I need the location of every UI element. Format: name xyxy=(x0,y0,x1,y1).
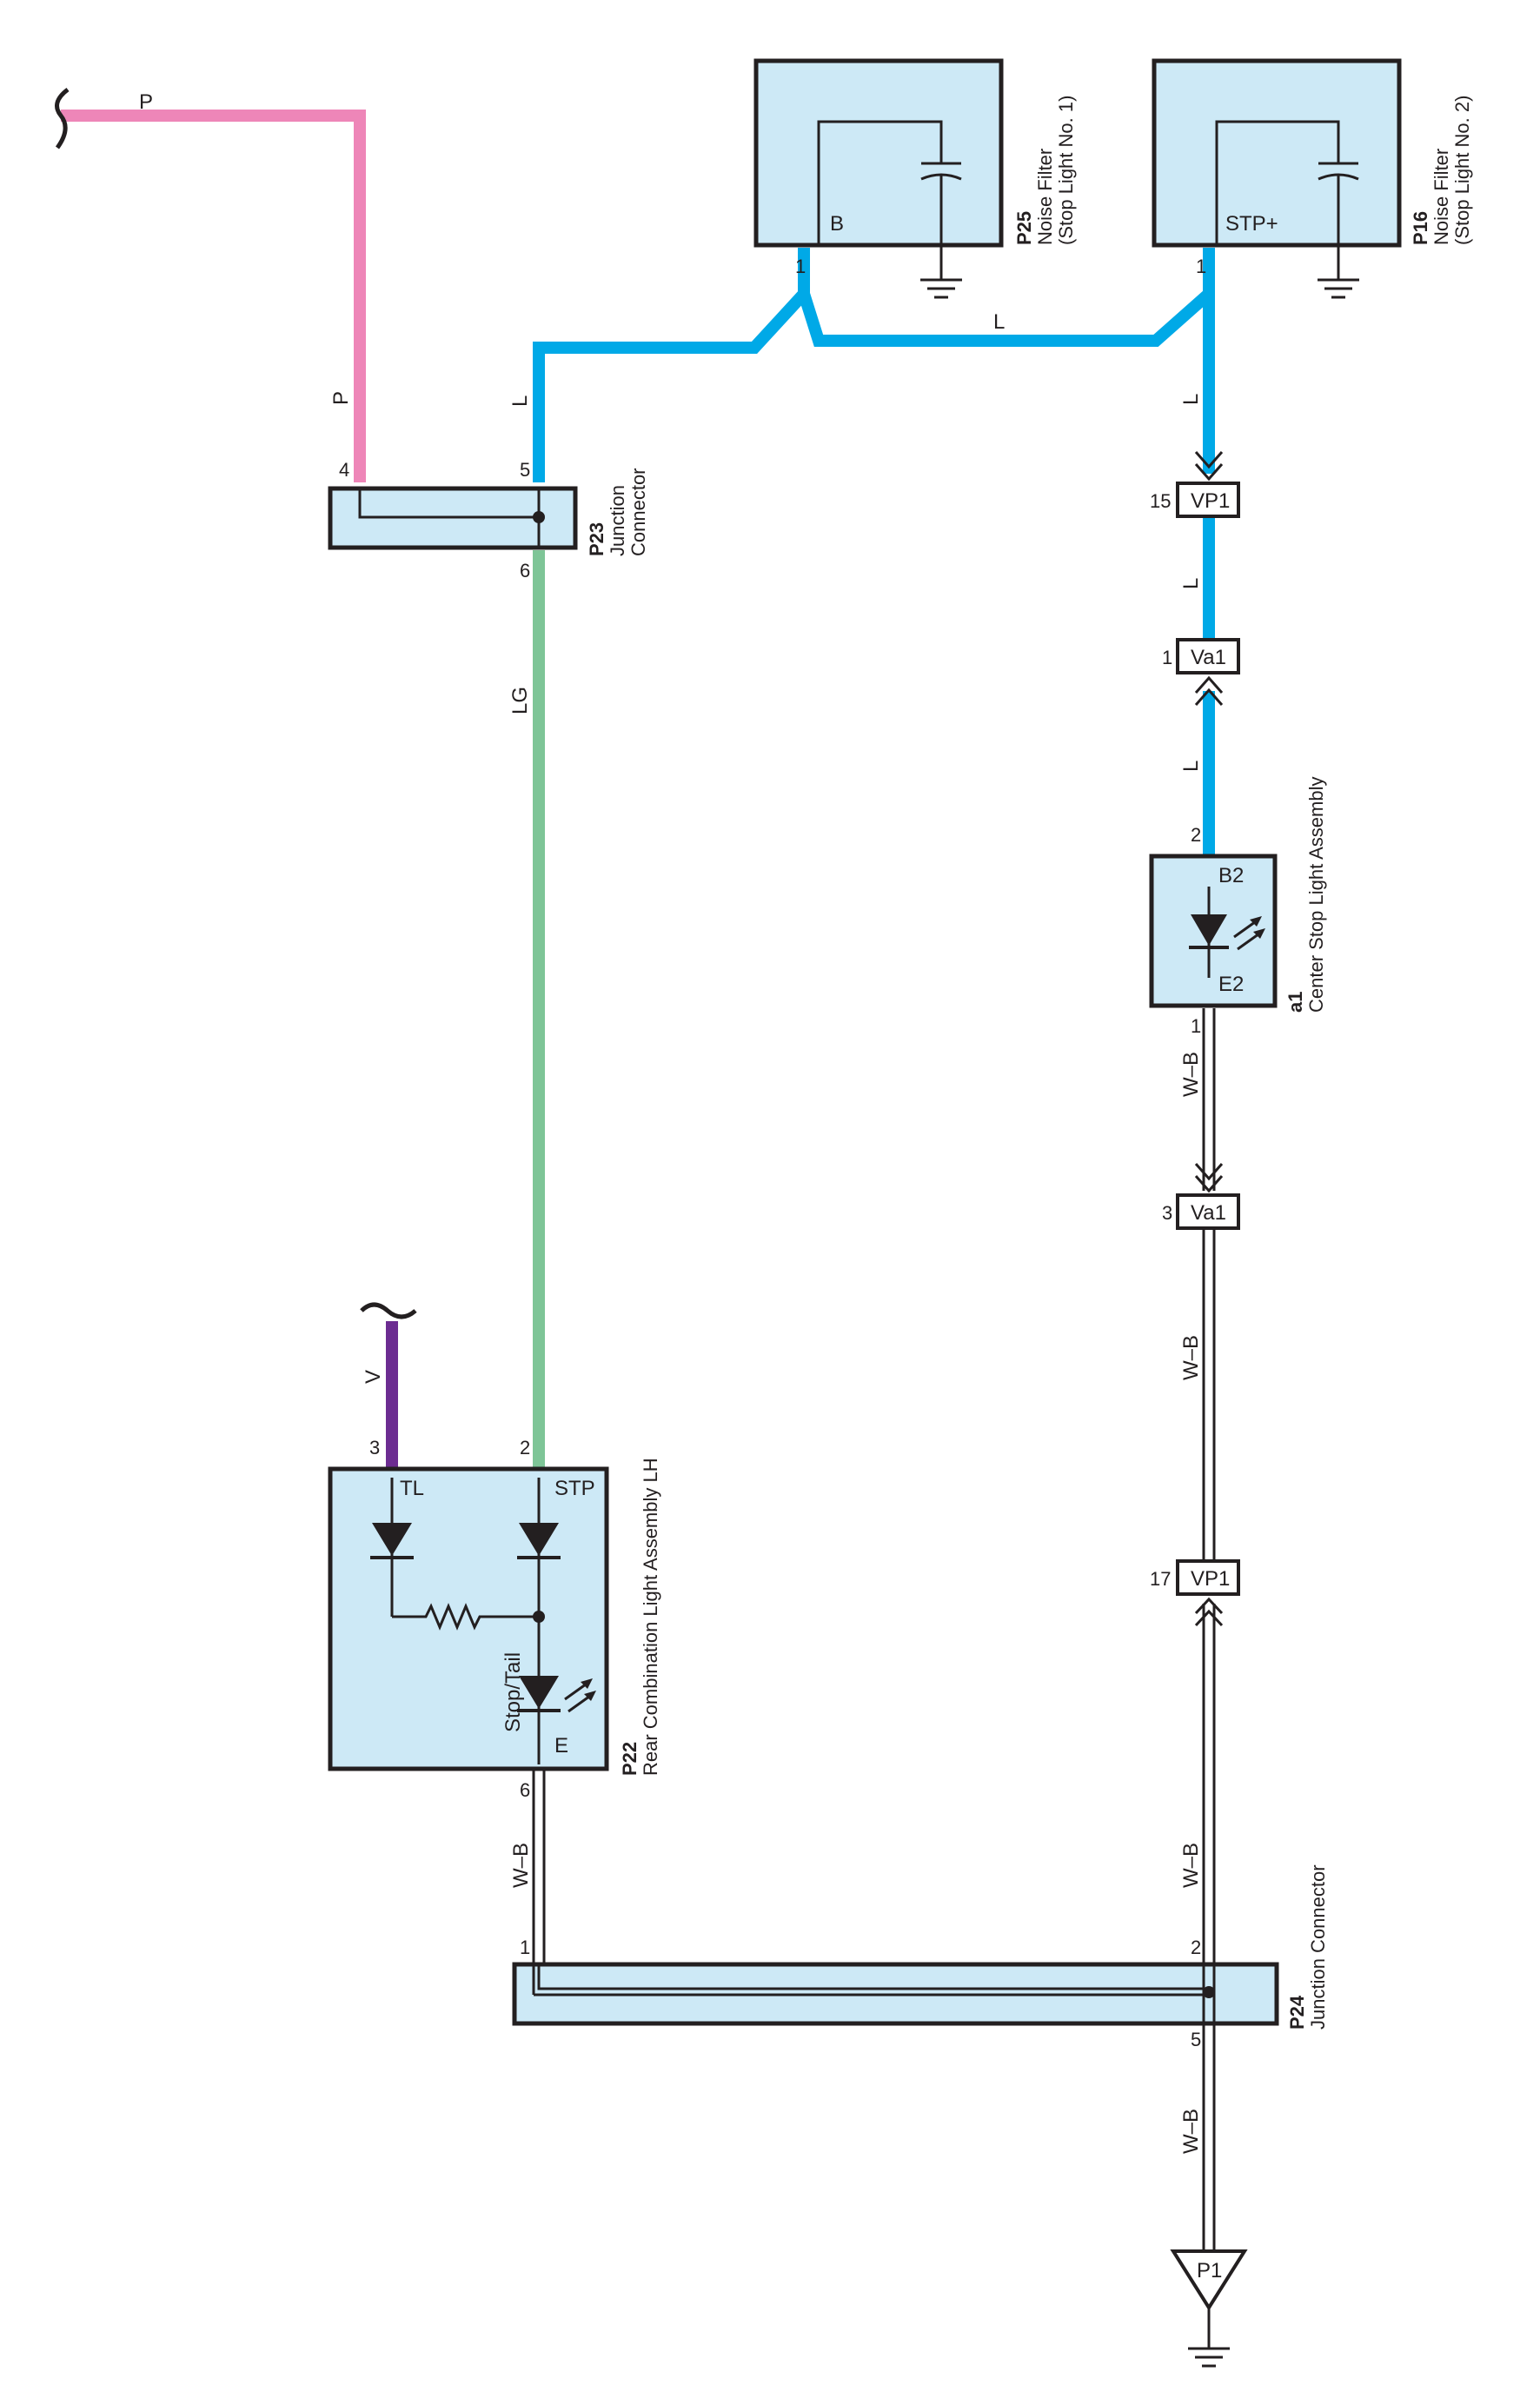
connector-name: Va1 xyxy=(1191,646,1226,669)
p16-name-sub: (Stop Light No. 2) xyxy=(1451,96,1473,245)
p24-pin-5: 5 xyxy=(1191,2029,1201,2050)
p25-code: P25 xyxy=(1013,211,1035,245)
component-p24: 1 2 5 P24 Junction Connector xyxy=(512,1864,1329,2050)
p23-name: Junction xyxy=(607,485,628,556)
component-p25: B 1 P25 Noise Filter (Stop Light No. 1) xyxy=(753,58,1077,299)
p16-name: Noise Filter xyxy=(1430,149,1452,245)
p22-terminal-e: E xyxy=(554,1734,568,1757)
connector-vp1-15: VP1 15 xyxy=(1150,451,1240,518)
wire-label-v: V xyxy=(362,1370,385,1384)
wire-label-wb-4: W–B xyxy=(509,1843,533,1888)
a1-pin-bottom: 1 xyxy=(1191,1015,1201,1037)
wire-label-l-4: L xyxy=(1179,578,1203,589)
component-p23: 4 5 6 P23 Junction Connector xyxy=(328,459,649,581)
p22-pin-3: 3 xyxy=(369,1437,380,1458)
p24-pin-1: 1 xyxy=(520,1937,530,1958)
wire-wb-labels: W–B W–B W–B W–B W–B xyxy=(509,1052,1203,2154)
wire-label-p-top: P xyxy=(139,90,153,114)
connector-vp1-17: VP1 17 xyxy=(1150,1559,1240,1627)
wire-label-l-1: L xyxy=(508,395,532,407)
p25-pin: 1 xyxy=(795,256,806,277)
connector-pin: 15 xyxy=(1150,490,1171,512)
wire-wb xyxy=(532,1008,1216,2251)
p25-name-sub: (Stop Light No. 1) xyxy=(1055,96,1077,245)
p23-pin-6: 6 xyxy=(520,560,530,581)
connector-name: VP1 xyxy=(1191,489,1230,513)
p16-terminal: STP+ xyxy=(1225,212,1278,236)
a1-name: Center Stop Light Assembly xyxy=(1305,777,1327,1013)
wire-label-wb-1: W–B xyxy=(1179,1052,1203,1097)
p22-terminal-stoptail: Stop/Tail xyxy=(501,1652,525,1732)
p22-pin-6: 6 xyxy=(520,1779,530,1801)
connector-va1-1: Va1 1 xyxy=(1162,638,1240,706)
p22-name: Rear Combination Light Assembly LH xyxy=(640,1458,661,1776)
connector-pin: 17 xyxy=(1150,1568,1171,1590)
p24-code: P24 xyxy=(1286,1995,1308,2030)
p25-terminal: B xyxy=(830,212,844,236)
wire-label-p-side: P xyxy=(329,391,353,405)
wire-label-wb-3: W–B xyxy=(1179,1843,1203,1888)
p22-code: P22 xyxy=(619,1742,641,1776)
wire-label-l-5: L xyxy=(1179,761,1203,772)
connector-pin: 1 xyxy=(1162,647,1172,668)
wire-label-l-3: L xyxy=(1179,394,1203,405)
p22-terminal-stp: STP xyxy=(554,1477,595,1500)
p24-name: Junction Connector xyxy=(1307,1864,1329,2030)
wire-label-wb-2: W–B xyxy=(1179,1335,1203,1380)
p23-code: P23 xyxy=(586,522,607,556)
ground-icon xyxy=(1186,2336,1231,2368)
connector-name: Va1 xyxy=(1191,1201,1226,1225)
connector-va1-3: Va1 3 xyxy=(1162,1163,1240,1230)
p23-pin-4: 4 xyxy=(339,459,349,481)
connector-pin: 3 xyxy=(1162,1202,1172,1224)
p16-code: P16 xyxy=(1410,211,1431,245)
p22-terminal-tl: TL xyxy=(400,1477,424,1500)
p1-code: P1 xyxy=(1197,2259,1222,2282)
p22-pin-2: 2 xyxy=(520,1437,530,1458)
wire-label-wb-5: W–B xyxy=(1179,2109,1203,2154)
a1-terminal-bottom: E2 xyxy=(1218,973,1244,996)
component-a1: B2 E2 2 1 a1 Center Stop Light Assembly xyxy=(1149,777,1327,1037)
wire-label-lg: LG xyxy=(508,687,532,714)
p23-name-sub: Connector xyxy=(627,468,649,556)
component-p16: STP+ 1 P16 Noise Filter (Stop Light No. … xyxy=(1152,58,1473,299)
wire-label-l-2: L xyxy=(993,310,1005,334)
p23-pin-5: 5 xyxy=(520,459,530,481)
component-p22: TL STP Stop/Tail E 3 2 6 P22 Rear Combin… xyxy=(328,1437,661,1801)
p24-pin-2: 2 xyxy=(1191,1937,1201,1958)
p25-name: Noise Filter xyxy=(1034,149,1056,245)
ground-point-p1: P1 xyxy=(1170,2249,1248,2368)
a1-pin-top: 2 xyxy=(1191,824,1201,846)
a1-terminal-top: B2 xyxy=(1218,864,1244,887)
p16-pin: 1 xyxy=(1196,256,1206,277)
wire-p: P P xyxy=(55,88,366,482)
a1-code: a1 xyxy=(1284,992,1306,1013)
wire-lg: LG xyxy=(508,550,545,1469)
wire-v: V xyxy=(360,1302,417,1469)
wire-l: L L L L L xyxy=(508,248,1215,856)
connector-name: VP1 xyxy=(1191,1567,1230,1591)
